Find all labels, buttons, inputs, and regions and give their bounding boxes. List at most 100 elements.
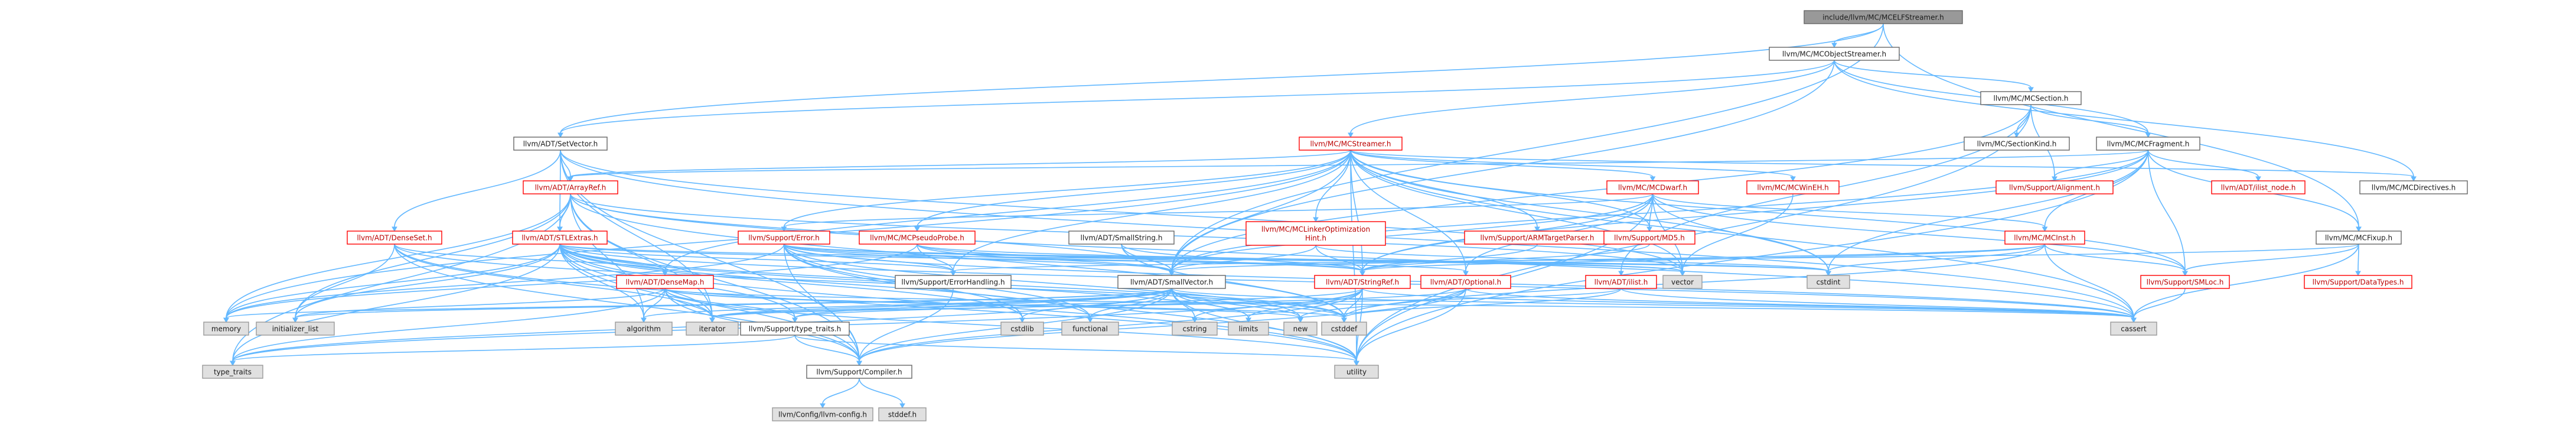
node-alignment[interactable]: llvm/Support/Alignment.h [1995, 180, 2114, 194]
edge-smallvector-to-typetraitsh [794, 288, 1172, 319]
edge-arrowhead-dwarf-to-error [781, 226, 787, 232]
node-typetraitsh[interactable]: llvm/Support/type_traits.h [740, 322, 850, 336]
edge-arrayref-to-memory [226, 193, 571, 319]
node-box [512, 231, 608, 245]
node-box [1000, 322, 1044, 336]
node-sectionkind[interactable]: llvm/MC/SectionKind.h [1964, 137, 2070, 151]
edge-mcstreamer-to-arrayref [570, 150, 1351, 177]
node-label: vector [1671, 278, 1694, 287]
edge-arrowhead-fixup-to-datatypes [2355, 271, 2361, 277]
node-box [1299, 137, 1403, 151]
node-setvec[interactable]: llvm/ADT/SetVector.h [513, 137, 608, 151]
node-errhandling[interactable]: llvm/Support/ErrorHandling.h [895, 275, 1012, 289]
node-fragment[interactable]: llvm/MC/MCFragment.h [2096, 137, 2200, 151]
edge-setvec-to-vector [560, 150, 1683, 272]
node-md5[interactable]: llvm/Support/MD5.h [1603, 231, 1695, 245]
edge-arrowhead-setvec-to-densesetn [392, 226, 397, 232]
node-label: Hint.h [1305, 234, 1326, 242]
node-box [1321, 322, 1367, 336]
node-optional[interactable]: llvm/ADT/Optional.h [1420, 275, 1511, 289]
node-smallvector[interactable]: llvm/ADT/SmallVector.h [1117, 275, 1226, 289]
node-densemap[interactable]: llvm/ADT/DenseMap.h [616, 275, 714, 289]
node-cstdint: cstdint [1807, 275, 1850, 289]
node-stlextras[interactable]: llvm/ADT/STLExtras.h [512, 231, 608, 245]
node-box [1804, 10, 1963, 24]
node-cstring: cstring [1172, 322, 1218, 336]
node-densesetn[interactable]: llvm/ADT/DenseSet.h [347, 231, 442, 245]
edge-fragment-to-smallvector [1171, 150, 2149, 272]
node-datatypes[interactable]: llvm/Support/DataTypes.h [2304, 275, 2412, 289]
edge-stlextras-to-errhandling [559, 244, 954, 272]
edge-mcstreamer-to-directives [1350, 150, 2414, 177]
edge-arrowhead-stringref-to-limits [1245, 317, 1251, 323]
edge-smallvector-to-memory [226, 288, 1172, 319]
node-box [1420, 275, 1511, 289]
node-armtarget[interactable]: llvm/Support/ARMTargetParser.h [1464, 231, 1610, 245]
node-label: llvm/MC/MCFragment.h [2107, 140, 2190, 148]
edge-smloc-to-cassert [2133, 288, 2186, 319]
edge-arrowhead-fragment-to-alignment [2052, 176, 2057, 182]
node-ilistnode[interactable]: llvm/ADT/ilist_node.h [2211, 180, 2306, 194]
edge-arrowhead-md5-to-stringref [1359, 271, 1365, 277]
edge-smallstring-to-smallvector [1121, 244, 1172, 272]
node-elf[interactable]: include/llvm/MC/MCELFStreamer.h [1804, 10, 1963, 24]
node-label: llvm/Support/SMLoc.h [2147, 278, 2224, 287]
node-label: llvm/Support/DataTypes.h [2313, 278, 2404, 287]
node-box [2096, 137, 2200, 151]
node-error[interactable]: llvm/Support/Error.h [738, 231, 830, 245]
edge-mcstreamer-to-linkeropt [1315, 150, 1351, 218]
edge-arrowhead-stringref-to-cstring [1192, 317, 1198, 323]
node-smloc[interactable]: llvm/Support/SMLoc.h [2140, 275, 2230, 289]
edge-arrayref-to-cassert [570, 193, 2134, 319]
node-dwarf[interactable]: llvm/MC/MCDwarf.h [1606, 180, 1699, 194]
edge-arrowhead-smallvector-to-memory [223, 317, 229, 323]
node-label: llvm/ADT/SetVector.h [523, 140, 598, 148]
node-box [2359, 180, 2468, 194]
node-label: llvm/MC/MCFixup.h [2325, 234, 2392, 242]
node-label: new [1293, 325, 1308, 333]
edge-setvec-to-densesetn [394, 150, 561, 228]
node-box [859, 231, 976, 245]
edge-section-to-fragment [2030, 104, 2149, 134]
edge-densesetn-to-utility [394, 244, 1357, 362]
edge-dwarf-to-mcinst [1652, 193, 2046, 228]
node-label: limits [1239, 325, 1258, 333]
edge-optional-to-compiler [859, 288, 1466, 362]
node-compiler[interactable]: llvm/Support/Compiler.h [806, 365, 912, 379]
node-section[interactable]: llvm/MC/MCSection.h [1980, 91, 2082, 105]
edge-arrowhead-elf-to-objstr [1831, 43, 1837, 48]
edge-smallstring-to-stringref [1121, 244, 1363, 272]
edge-arrowhead-optional-to-new [1297, 317, 1303, 323]
edge-arrowhead-dwarf-to-mcinst [2042, 226, 2048, 232]
edge-compiler-to-llvmconfig [822, 378, 860, 404]
edge-arrowhead-mcinst-to-cstddef [1341, 317, 1347, 323]
node-box [1807, 275, 1850, 289]
node-winehs[interactable]: llvm/MC/MCWinEH.h [1746, 180, 1840, 194]
node-box [513, 137, 608, 151]
edge-objstr-to-section [1834, 60, 2032, 88]
node-directives[interactable]: llvm/MC/MCDirectives.h [2359, 180, 2468, 194]
node-fixup[interactable]: llvm/MC/MCFixup.h [2316, 231, 2402, 245]
edge-smallvector-to-cstddef [1171, 288, 1345, 319]
node-arrayref[interactable]: llvm/ADT/ArrayRef.h [523, 180, 618, 194]
node-label: llvm/ADT/StringRef.h [1326, 278, 1399, 287]
node-mcstreamer[interactable]: llvm/MC/MCStreamer.h [1299, 137, 1403, 151]
node-ilist[interactable]: llvm/ADT/ilist.h [1585, 275, 1657, 289]
edge-arrowhead-mcstreamer-to-directives [2411, 176, 2417, 182]
node-limits: limits [1228, 322, 1269, 336]
node-smallstring[interactable]: llvm/ADT/SmallString.h [1068, 231, 1175, 245]
node-box [2004, 231, 2085, 245]
edge-arrowhead-smloc-to-cassert [2131, 317, 2137, 323]
node-pseudoprobe[interactable]: llvm/MC/MCPseudoProbe.h [859, 231, 976, 245]
edge-arrowhead-mcstreamer-to-arrayref [568, 176, 573, 182]
node-label: cstddef [1331, 325, 1358, 333]
edge-typetraitsh-to-compiler [794, 335, 860, 362]
edge-mcstreamer-to-error [783, 150, 1351, 228]
node-stringref[interactable]: llvm/ADT/StringRef.h [1314, 275, 1411, 289]
node-algorithm: algorithm [615, 322, 673, 336]
edge-winehs-to-vector [1682, 193, 1794, 272]
node-objstr[interactable]: llvm/MC/MCObjectStreamer.h [1769, 47, 1900, 61]
edge-pseudoprobe-to-stringref [917, 244, 1363, 272]
node-mcinst[interactable]: llvm/MC/MCInst.h [2004, 231, 2085, 245]
